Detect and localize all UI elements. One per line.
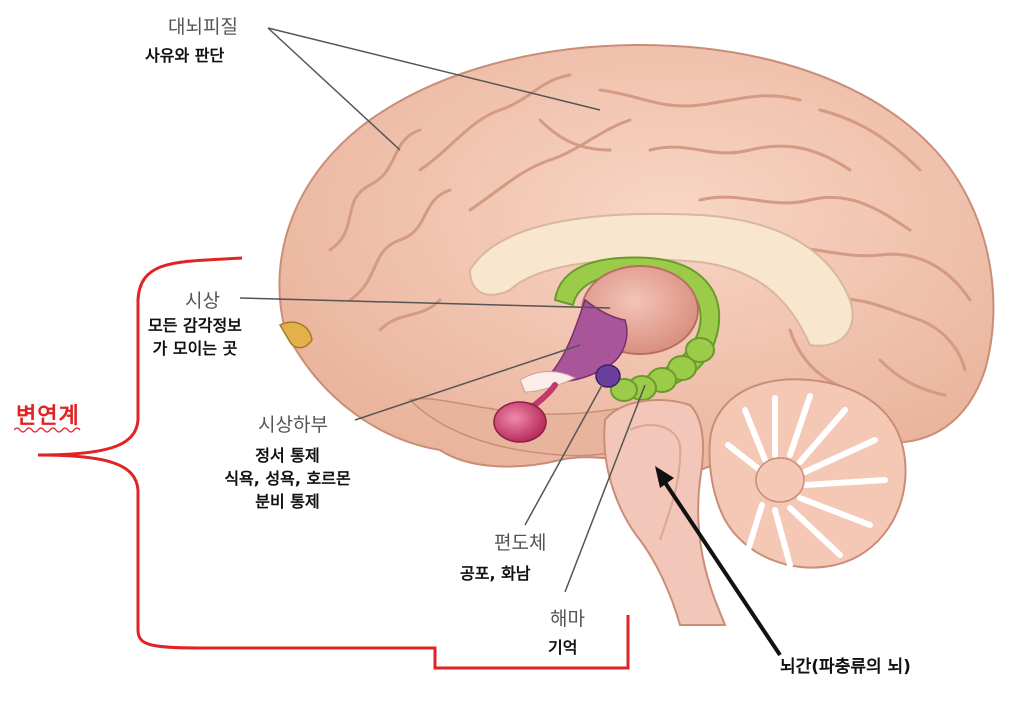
olfactory-bulb	[278, 321, 313, 349]
hypothalamus-pointer	[354, 344, 581, 421]
hypothalamus-desc-line-1: 정서 통제	[255, 446, 320, 465]
brainstem-arrow-line	[660, 476, 782, 657]
pointer-lines	[239, 27, 646, 593]
thalamus-desc-line-1: 모든 감각정보	[148, 316, 242, 335]
pituitary-gland	[493, 401, 547, 443]
hippocampus-pointer	[564, 384, 646, 593]
thalamus-desc-line-2: 가 모이는 곳	[152, 339, 238, 358]
hypothalamus-desc-line-2: 식욕, 성욕, 호르몬	[224, 469, 351, 488]
cortex-desc: 사유와 판단	[145, 44, 224, 67]
amygdala-desc: 공포, 화남	[460, 562, 531, 585]
optic-chiasm	[519, 371, 577, 393]
hippocampus-label: 해마	[550, 608, 585, 630]
hypothalamus-label: 시상하부	[258, 414, 328, 436]
cerebellum-folia	[725, 393, 888, 568]
hippocampus-desc: 기억	[548, 636, 577, 659]
hippocampus-segments	[610, 337, 715, 402]
amygdala-label: 편도체	[494, 532, 547, 554]
hippocampus-desc-line-1: 기억	[548, 638, 578, 657]
brainstem-shape	[603, 399, 727, 626]
limbic-system-label: 변연계	[16, 404, 80, 429]
cerebellum-core	[755, 457, 805, 503]
hypothalamus-desc-line-3: 분비 통제	[255, 492, 320, 511]
thalamus-desc: 모든 감각정보 가 모이는 곳	[148, 314, 242, 360]
thalamus-pointer	[239, 297, 611, 309]
cortex-pointer-2	[267, 27, 601, 111]
limbic-bracket	[37, 256, 630, 670]
amygdala-desc-line-1: 공포, 화남	[460, 564, 531, 583]
hypothalamus-desc: 정서 통제 식욕, 성욕, 호르몬 분비 통제	[200, 444, 375, 513]
amygdala-pointer	[524, 377, 607, 526]
corpus-callosum	[468, 212, 854, 347]
brainstem-label: 뇌간(파충류의 뇌)	[780, 657, 911, 677]
mammillary-body	[595, 364, 621, 388]
brainstem-arrow-head	[655, 466, 674, 488]
cortex-pointer-1	[267, 27, 401, 151]
cortex-label: 대뇌피질	[168, 16, 238, 38]
brainstem-inner	[629, 424, 682, 541]
thalamus-label: 시상	[185, 290, 220, 312]
cortex-desc-line-1: 사유와 판단	[145, 46, 225, 65]
spellcheck-underline	[14, 427, 81, 433]
